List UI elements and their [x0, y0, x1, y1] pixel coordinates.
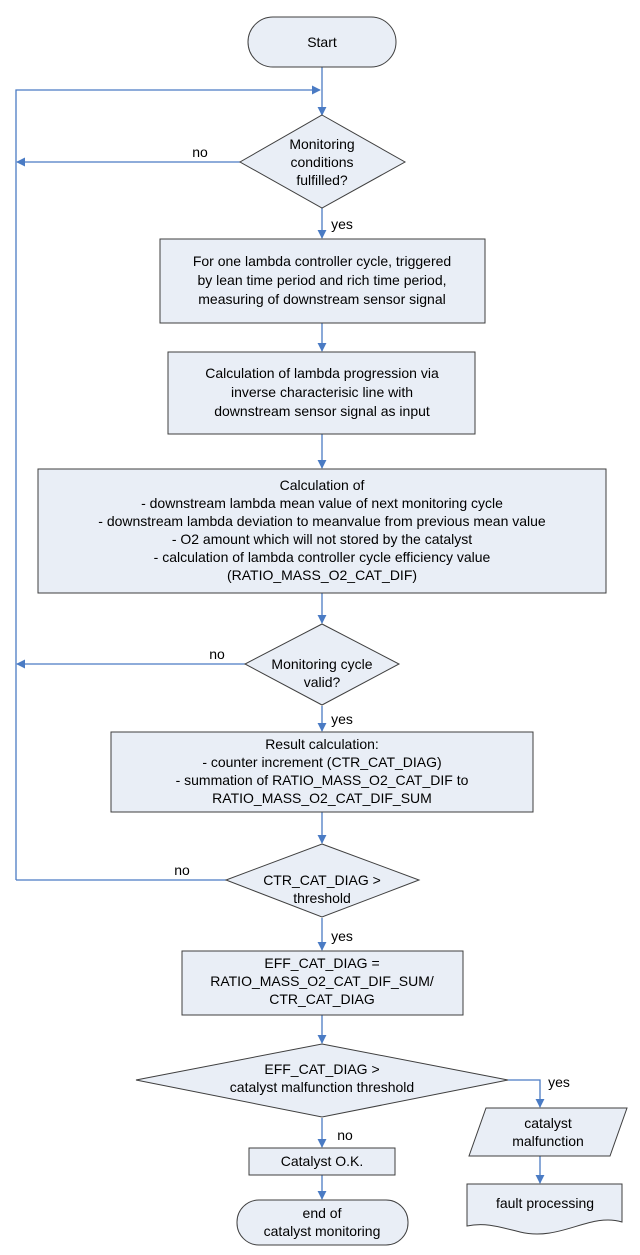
- eff-process-box: EFF_CAT_DIAG = RATIO_MASS_O2_CAT_DIF_SUM…: [181, 950, 464, 1016]
- fault-processing-document: fault processing: [466, 1183, 623, 1235]
- calc-line-5: - calculation of lambda controller cycle…: [154, 549, 491, 565]
- start-node: Start: [247, 16, 397, 68]
- connectors: [15, 67, 545, 1200]
- result-line-1: Result calculation:: [265, 736, 379, 752]
- label-no-eff: no: [337, 1127, 353, 1143]
- catalyst-ok-box: Catalyst O.K.: [248, 1147, 396, 1176]
- result-line-3: - summation of RATIO_MASS_O2_CAT_DIF to: [176, 772, 469, 788]
- progression-line-3: downstream sensor signal as input: [214, 403, 430, 419]
- decision-cycle-line-2: valid?: [304, 674, 341, 690]
- decision-conditions-line-3: fulfilled?: [296, 172, 348, 188]
- measure-line-3: measuring of downstream sensor signal: [198, 291, 445, 307]
- catalyst-ok-label: Catalyst O.K.: [281, 1153, 363, 1169]
- decision-eff-line-2: catalyst malfunction threshold: [230, 1079, 414, 1095]
- calculation-process-box: Calculation of - downstream lambda mean …: [37, 468, 607, 594]
- decision-monitoring-cycle: Monitoring cycle valid?: [243, 623, 401, 706]
- decision-monitoring-conditions: Monitoring conditions fulfilled?: [238, 114, 407, 209]
- decision-ctr-line-2: threshold: [293, 890, 351, 906]
- calc-line-2: - downstream lambda mean value of next m…: [141, 495, 503, 511]
- progression-line-2: inverse characterisic line with: [231, 384, 413, 400]
- result-line-4: RATIO_MASS_O2_CAT_DIF_SUM: [212, 790, 432, 806]
- label-yes-eff: yes: [548, 1074, 570, 1090]
- label-yes-ctr: yes: [331, 928, 353, 944]
- loop-back-line: [15, 85, 321, 880]
- decision-ctr-threshold: CTR_CAT_DIAG > threshold: [224, 843, 421, 918]
- decision-cycle-line-1: Monitoring cycle: [271, 656, 372, 672]
- label-no-cycle: no: [209, 646, 225, 662]
- decision-eff-threshold: EFF_CAT_DIAG > catalyst malfunction thre…: [135, 1043, 509, 1118]
- fault-label: fault processing: [496, 1195, 594, 1211]
- eff-line-3: CTR_CAT_DIAG: [269, 991, 375, 1007]
- end-line-1: end of: [303, 1205, 342, 1221]
- malfunction-line-1: catalyst: [524, 1115, 572, 1131]
- arrow-eff-yes: [508, 1079, 545, 1108]
- calc-line-6: (RATIO_MASS_O2_CAT_DIF): [227, 567, 417, 583]
- calc-line-3: - downstream lambda deviation to meanval…: [98, 513, 546, 529]
- label-yes-cycle: yes: [331, 711, 353, 727]
- decision-ctr-line-1: CTR_CAT_DIAG >: [263, 872, 381, 888]
- decision-conditions-line-2: conditions: [290, 154, 353, 170]
- end-node: end of catalyst monitoring: [236, 1199, 409, 1246]
- progression-process-box: Calculation of lambda progression via in…: [167, 351, 476, 435]
- malfunction-line-2: malfunction: [512, 1133, 584, 1149]
- progression-line-1: Calculation of lambda progression via: [205, 365, 439, 381]
- label-yes-conditions: yes: [331, 216, 353, 232]
- calc-line-4: - O2 amount which will not stored by the…: [172, 531, 472, 547]
- result-line-2: - counter increment (CTR_CAT_DIAG): [202, 754, 441, 770]
- measure-line-2: by lean time period and rich time period…: [197, 272, 446, 288]
- label-no-conditions: no: [192, 144, 208, 160]
- eff-line-1: EFF_CAT_DIAG =: [264, 955, 379, 971]
- measure-line-1: For one lambda controller cycle, trigger…: [193, 253, 451, 269]
- decision-conditions-line-1: Monitoring: [289, 136, 354, 152]
- end-line-2: catalyst monitoring: [264, 1223, 381, 1239]
- decision-eff-line-1: EFF_CAT_DIAG >: [264, 1061, 379, 1077]
- label-no-ctr: no: [174, 862, 190, 878]
- eff-line-2: RATIO_MASS_O2_CAT_DIF_SUM/: [210, 973, 434, 989]
- calc-line-1: Calculation of: [280, 477, 365, 493]
- result-process-box: Result calculation: - counter increment …: [110, 731, 534, 813]
- malfunction-output: catalyst malfunction: [468, 1107, 628, 1157]
- start-label: Start: [307, 34, 337, 50]
- measure-process-box: For one lambda controller cycle, trigger…: [159, 238, 486, 324]
